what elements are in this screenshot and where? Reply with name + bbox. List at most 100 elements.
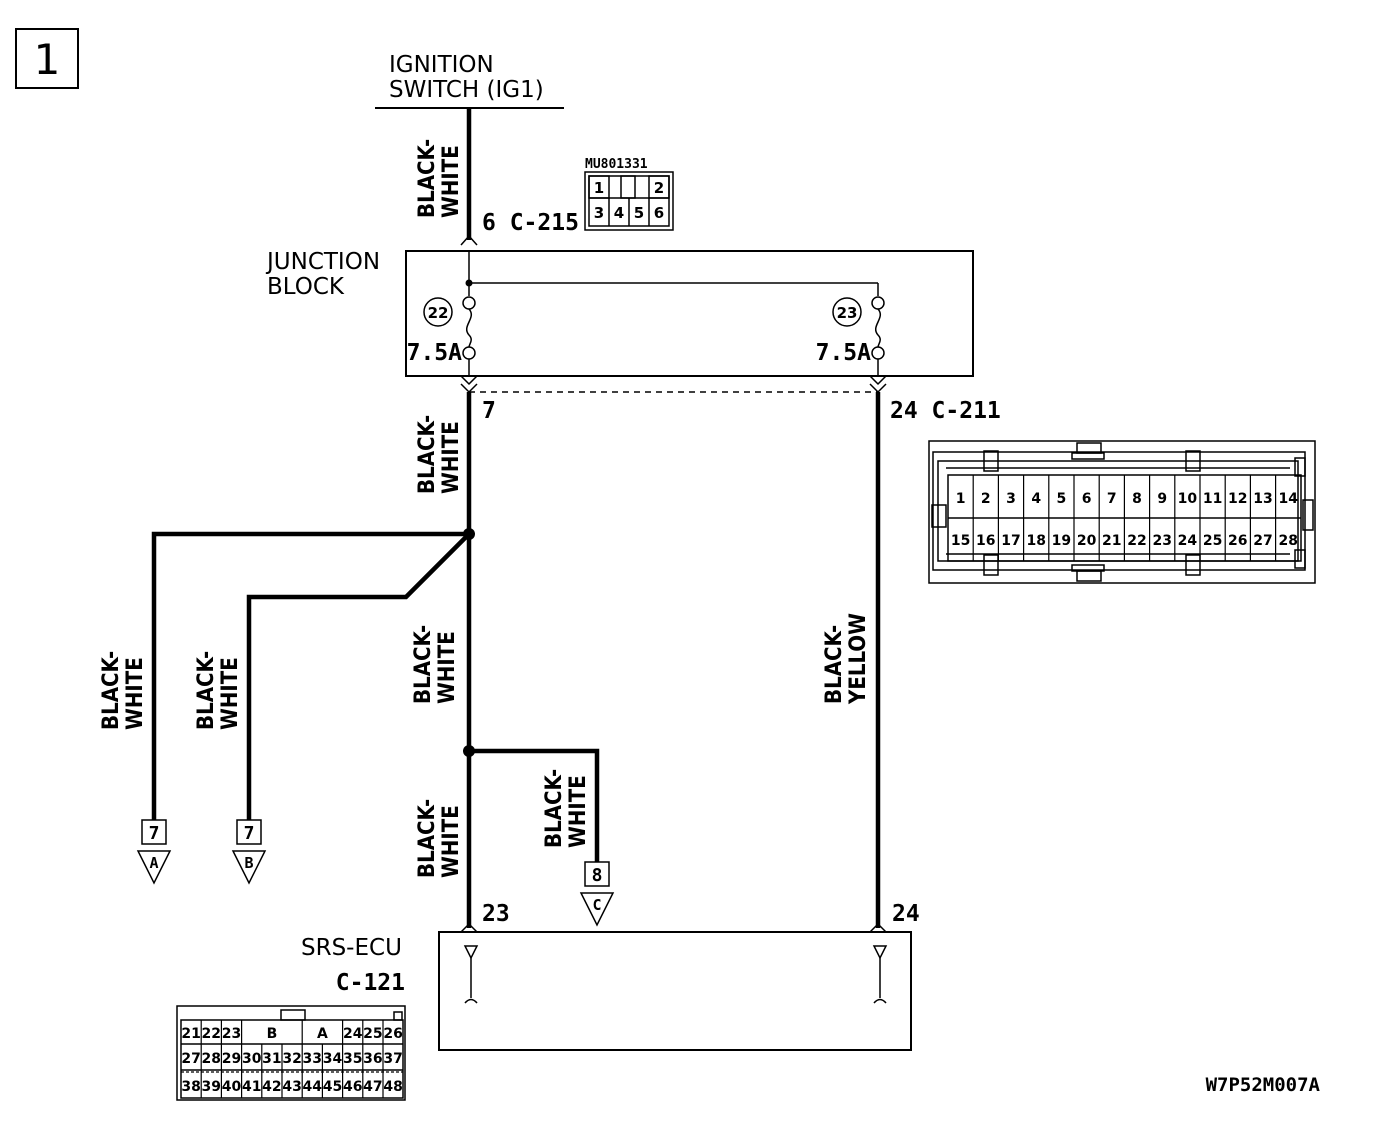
connector-c121-pin: 35 [343,1051,362,1067]
connector-c211-pin: 9 [1157,491,1167,507]
svg-text:A: A [149,854,158,872]
connector-c121-pin: 25 [363,1026,382,1042]
svg-text:WHITE: WHITE [435,631,460,704]
connector-c215-label: 6 C-215 [482,210,579,236]
svg-text:IGNITION: IGNITION [389,52,494,78]
connector-c121-pin: 22 [202,1026,221,1042]
connector-c121-pin: 38 [181,1079,200,1095]
svg-text:SRS-ECU: SRS-ECU [301,935,402,961]
svg-text:7.5A: 7.5A [816,340,872,366]
branch-wire-a [151,531,469,820]
svg-text:BLACK-: BLACK- [415,799,440,878]
connector-c211-pin: 28 [1278,533,1297,549]
connector-c211-pin: 22 [1127,533,1146,549]
connector-c121-pin: 34 [323,1051,343,1067]
connector-c211-pin: 2 [981,491,991,507]
connector-c211-marks [460,375,887,394]
page-number: 1 [15,28,79,89]
svg-text:1: 1 [34,35,61,84]
connector-c211-pin: 12 [1228,491,1247,507]
wire-label-bw-upper: BLACK- WHITE [415,415,464,494]
connector-c211-pin: 27 [1253,533,1272,549]
svg-text:8: 8 [592,865,603,886]
connector-c211-pin: 18 [1026,533,1045,549]
connector-c211-pin: 3 [1006,491,1016,507]
connector-c211-pin: 4 [1031,491,1041,507]
reference-8-c: 8 C [579,861,615,927]
connector-c121-pin: 48 [383,1079,402,1095]
connector-c211-pin: 20 [1077,533,1097,549]
svg-text:1: 1 [594,179,604,197]
connector-c211-pin: 16 [976,533,995,549]
connector-c121-pin: 45 [323,1079,342,1095]
connector-c121-pin: 37 [383,1051,402,1067]
connector-c211-pin: 10 [1178,491,1198,507]
connector-c215-mark [460,234,478,246]
svg-text:WHITE: WHITE [123,657,148,730]
connector-c211-pin: 23 [1152,533,1171,549]
svg-text:3: 3 [594,204,604,222]
drawing-code: W7P52M007A [1206,1074,1321,1096]
svg-text:C: C [592,896,601,914]
svg-text:BLACK-: BLACK- [415,139,440,218]
connector-c211-pin: 24 [1178,533,1198,549]
branch-wire-c [469,748,600,862]
svg-text:7.5A: 7.5A [407,340,463,366]
connector-c121-pin: 31 [262,1051,281,1067]
connector-c121-pin: A [317,1026,328,1042]
connector-c121-pin: 23 [222,1026,241,1042]
connector-c211-pin: 21 [1102,533,1121,549]
connector-c121-pin: 28 [202,1051,221,1067]
connector-c121-pin: 33 [303,1051,322,1067]
wire-label-bw-top: BLACK- WHITE [415,139,464,218]
ecu-terminal-marks [460,922,887,933]
ignition-switch-source: IGNITION SWITCH (IG1) [375,52,564,109]
svg-text:BLOCK: BLOCK [267,274,345,300]
connector-c211-pin: 13 [1253,491,1272,507]
connector-c211-pin: 15 [951,533,970,549]
connector-c121-pin: 41 [242,1079,261,1095]
reference-7-a: 7 A [136,819,172,885]
connector-c121-pin: 46 [343,1079,362,1095]
connector-c121-pin: 27 [181,1051,200,1067]
svg-text:BLACK-: BLACK- [99,651,124,730]
connector-c211-pin: 17 [1001,533,1020,549]
connector-c211-pin: 11 [1203,491,1222,507]
branch-wire-b [246,532,471,820]
svg-text:JUNCTION: JUNCTION [265,249,380,275]
connector-c121-pin: 32 [282,1051,301,1067]
ecu-terminal-23-label: 23 [482,901,510,927]
svg-text:6: 6 [654,204,664,222]
svg-text:22: 22 [428,304,449,322]
svg-text:BLACK-: BLACK- [415,415,440,494]
connector-c121-pin: 44 [303,1079,323,1095]
svg-text:WHITE: WHITE [439,421,464,494]
connector-c121-pin: 24 [343,1026,363,1042]
fuse-23: 23 7.5A [816,296,885,376]
wire-label-bw-middle: BLACK- WHITE [411,625,460,704]
wire-label-bw-a: BLACK- WHITE [99,651,148,730]
connector-c211-pin: 8 [1132,491,1142,507]
connector-c211-pin: 14 [1278,491,1298,507]
terminal-7-label: 7 [482,398,496,424]
connector-c211-pin: 7 [1107,491,1117,507]
svg-text:7: 7 [244,823,255,844]
svg-text:23: 23 [837,304,858,322]
svg-text:SWITCH (IG1): SWITCH (IG1) [389,77,544,103]
svg-text:BLACK-: BLACK- [542,769,567,848]
connector-c121-pin: 26 [383,1026,402,1042]
connector-c211-pin: 5 [1057,491,1067,507]
wire-label-bw-lower: BLACK- WHITE [415,799,464,878]
connector-c121-pin: 36 [363,1051,382,1067]
connector-c121-pin: 39 [202,1079,221,1095]
connector-c121-pin: 42 [262,1079,281,1095]
connector-c211-pin: 1 [956,491,966,507]
svg-text:7: 7 [149,823,160,844]
svg-text:B: B [244,854,253,872]
svg-text:BLACK-: BLACK- [411,625,436,704]
connector-c121-pin: 21 [181,1026,200,1042]
svg-text:WHITE: WHITE [439,805,464,878]
ecu-terminal-24-label: 24 [892,901,920,927]
